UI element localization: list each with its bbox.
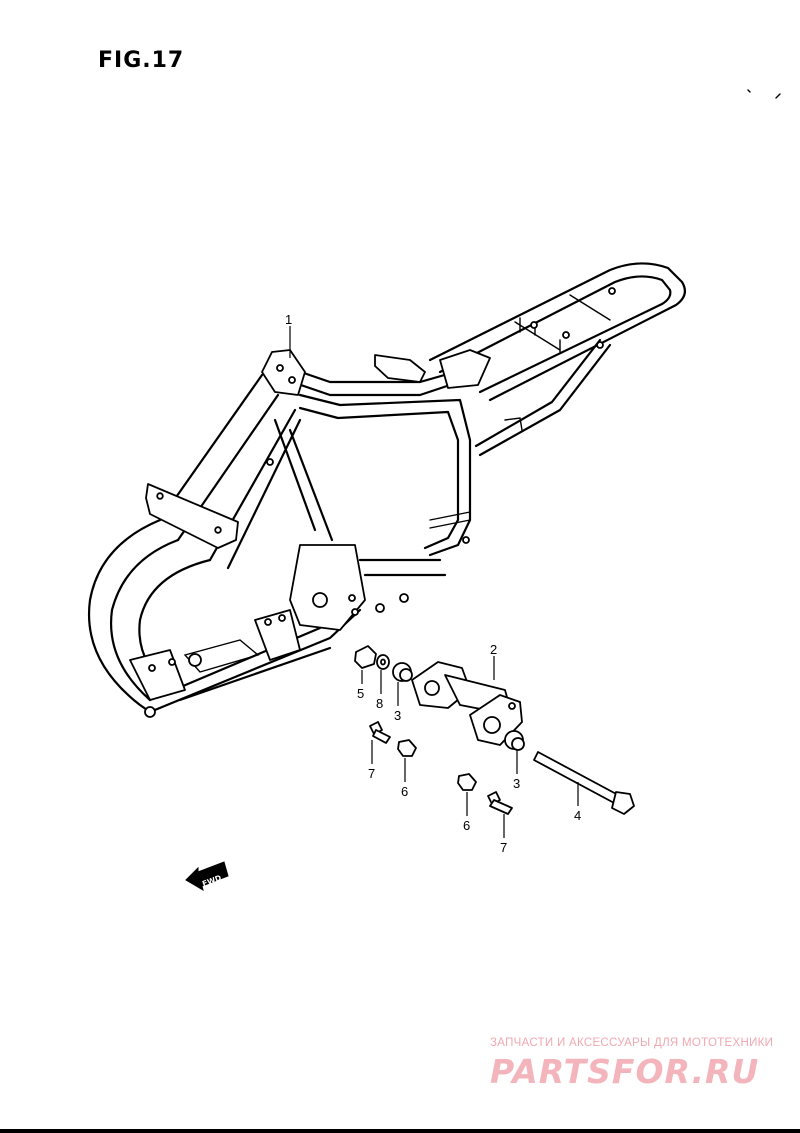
- nut-part-6-left: [397, 739, 417, 757]
- bracket-part-2: [411, 661, 523, 746]
- bushing-part-3-lower: [504, 730, 525, 751]
- callout-7-left: 7: [368, 766, 375, 781]
- nut-part-6-right: [457, 773, 477, 791]
- callout-6-left: 6: [401, 784, 408, 799]
- watermark-logo: PARTSFOR.RU: [490, 1052, 760, 1091]
- callout-4: 4: [574, 808, 581, 823]
- fwd-arrow-icon: FWD: [185, 861, 229, 892]
- callout-5: 5: [357, 686, 364, 701]
- callout-3-lower: 3: [513, 776, 520, 791]
- bolt-part-4: [533, 751, 635, 815]
- callout-1: 1: [285, 312, 292, 327]
- bolt-part-7-right: [487, 791, 513, 815]
- nut-part-5: [354, 645, 377, 669]
- callout-6-right: 6: [463, 818, 470, 833]
- bottom-border: [0, 1129, 800, 1133]
- figure-title: FIG.17: [98, 48, 185, 73]
- watermark-tagline: ЗАПЧАСТИ И АКСЕССУАРЫ ДЛЯ МОТОТЕХНИКИ: [490, 1037, 774, 1049]
- callout-7-right: 7: [500, 840, 507, 855]
- callout-8: 8: [376, 696, 383, 711]
- bolt-part-7-left: [369, 721, 391, 744]
- callout-3-upper: 3: [394, 708, 401, 723]
- frame-part-1: [88, 262, 687, 718]
- bushing-part-3-upper: [392, 662, 413, 682]
- washer-part-8: [376, 654, 390, 670]
- callout-2: 2: [490, 642, 497, 657]
